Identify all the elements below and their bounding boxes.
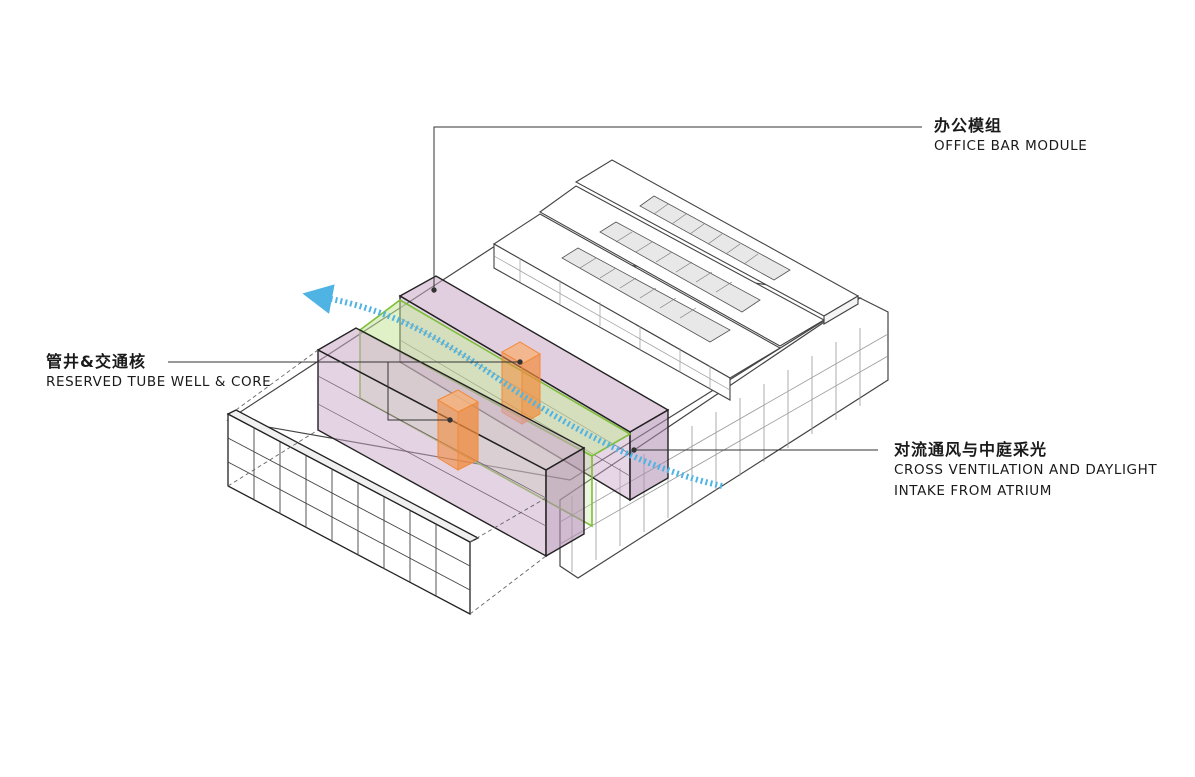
explode-guides xyxy=(227,349,547,615)
ventilation-label: 对流通风与中庭采光 CROSS VENTILATION AND DAYLIGHT… xyxy=(894,440,1157,502)
office-label: 办公模组 OFFICE BAR MODULE xyxy=(934,116,1087,157)
leader-lines xyxy=(168,126,922,453)
office-label-zh: 办公模组 xyxy=(934,116,1003,135)
skylight-1 xyxy=(561,247,731,343)
leader-core-2 xyxy=(387,362,450,421)
office-bar-3-side xyxy=(823,295,859,325)
office-module-front-side xyxy=(545,446,585,558)
ventilation-label-zh: 对流通风与中庭采光 xyxy=(894,440,1048,459)
office-module-rear-side xyxy=(629,408,669,502)
office-label-en: OFFICE BAR MODULE xyxy=(934,138,1088,154)
rear-bars-facade-grid xyxy=(493,255,731,391)
core-label-zh: 管井&交通核 xyxy=(46,352,146,371)
ventilation-label-en-1: CROSS VENTILATION AND DAYLIGHT xyxy=(894,462,1158,478)
rear-bars-left-facade xyxy=(493,243,731,401)
airflow-arrow xyxy=(302,284,723,489)
core-label-en: RESERVED TUBE WELL & CORE xyxy=(46,374,272,390)
leader-office xyxy=(433,126,922,290)
facade-panel-edge xyxy=(226,409,480,543)
ventilation-label-en-2: INTAKE FROM ATRIUM xyxy=(894,483,1053,499)
core-front xyxy=(436,389,480,471)
skylights xyxy=(561,195,791,343)
core-label: 管井&交通核 RESERVED TUBE WELL & CORE xyxy=(46,352,271,393)
skylight-3 xyxy=(639,195,791,281)
